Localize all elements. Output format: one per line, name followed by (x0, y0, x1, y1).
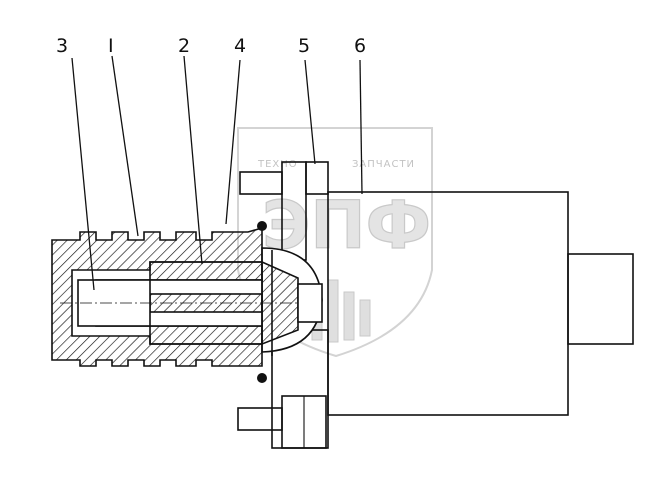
callout-5: 5 (298, 35, 310, 57)
plunger (261, 250, 323, 356)
callout-6: 6 (354, 35, 366, 57)
leader-lines (71, 55, 363, 291)
output-shaft (567, 253, 634, 345)
callout-labels: 3 I 2 4 5 6 (56, 35, 366, 57)
callout-1: I (108, 35, 114, 57)
o-ring-part-4 (257, 221, 267, 231)
callout-2: 2 (178, 35, 190, 57)
o-ring-lower (257, 373, 267, 383)
callout-3: 3 (56, 35, 68, 57)
watermark-caption-left: ТЕХНО (257, 159, 298, 170)
watermark-caption-right: ЗАПЧАСТИ (352, 159, 415, 170)
callout-4: 4 (234, 35, 246, 57)
piston-part-3 (77, 279, 151, 327)
